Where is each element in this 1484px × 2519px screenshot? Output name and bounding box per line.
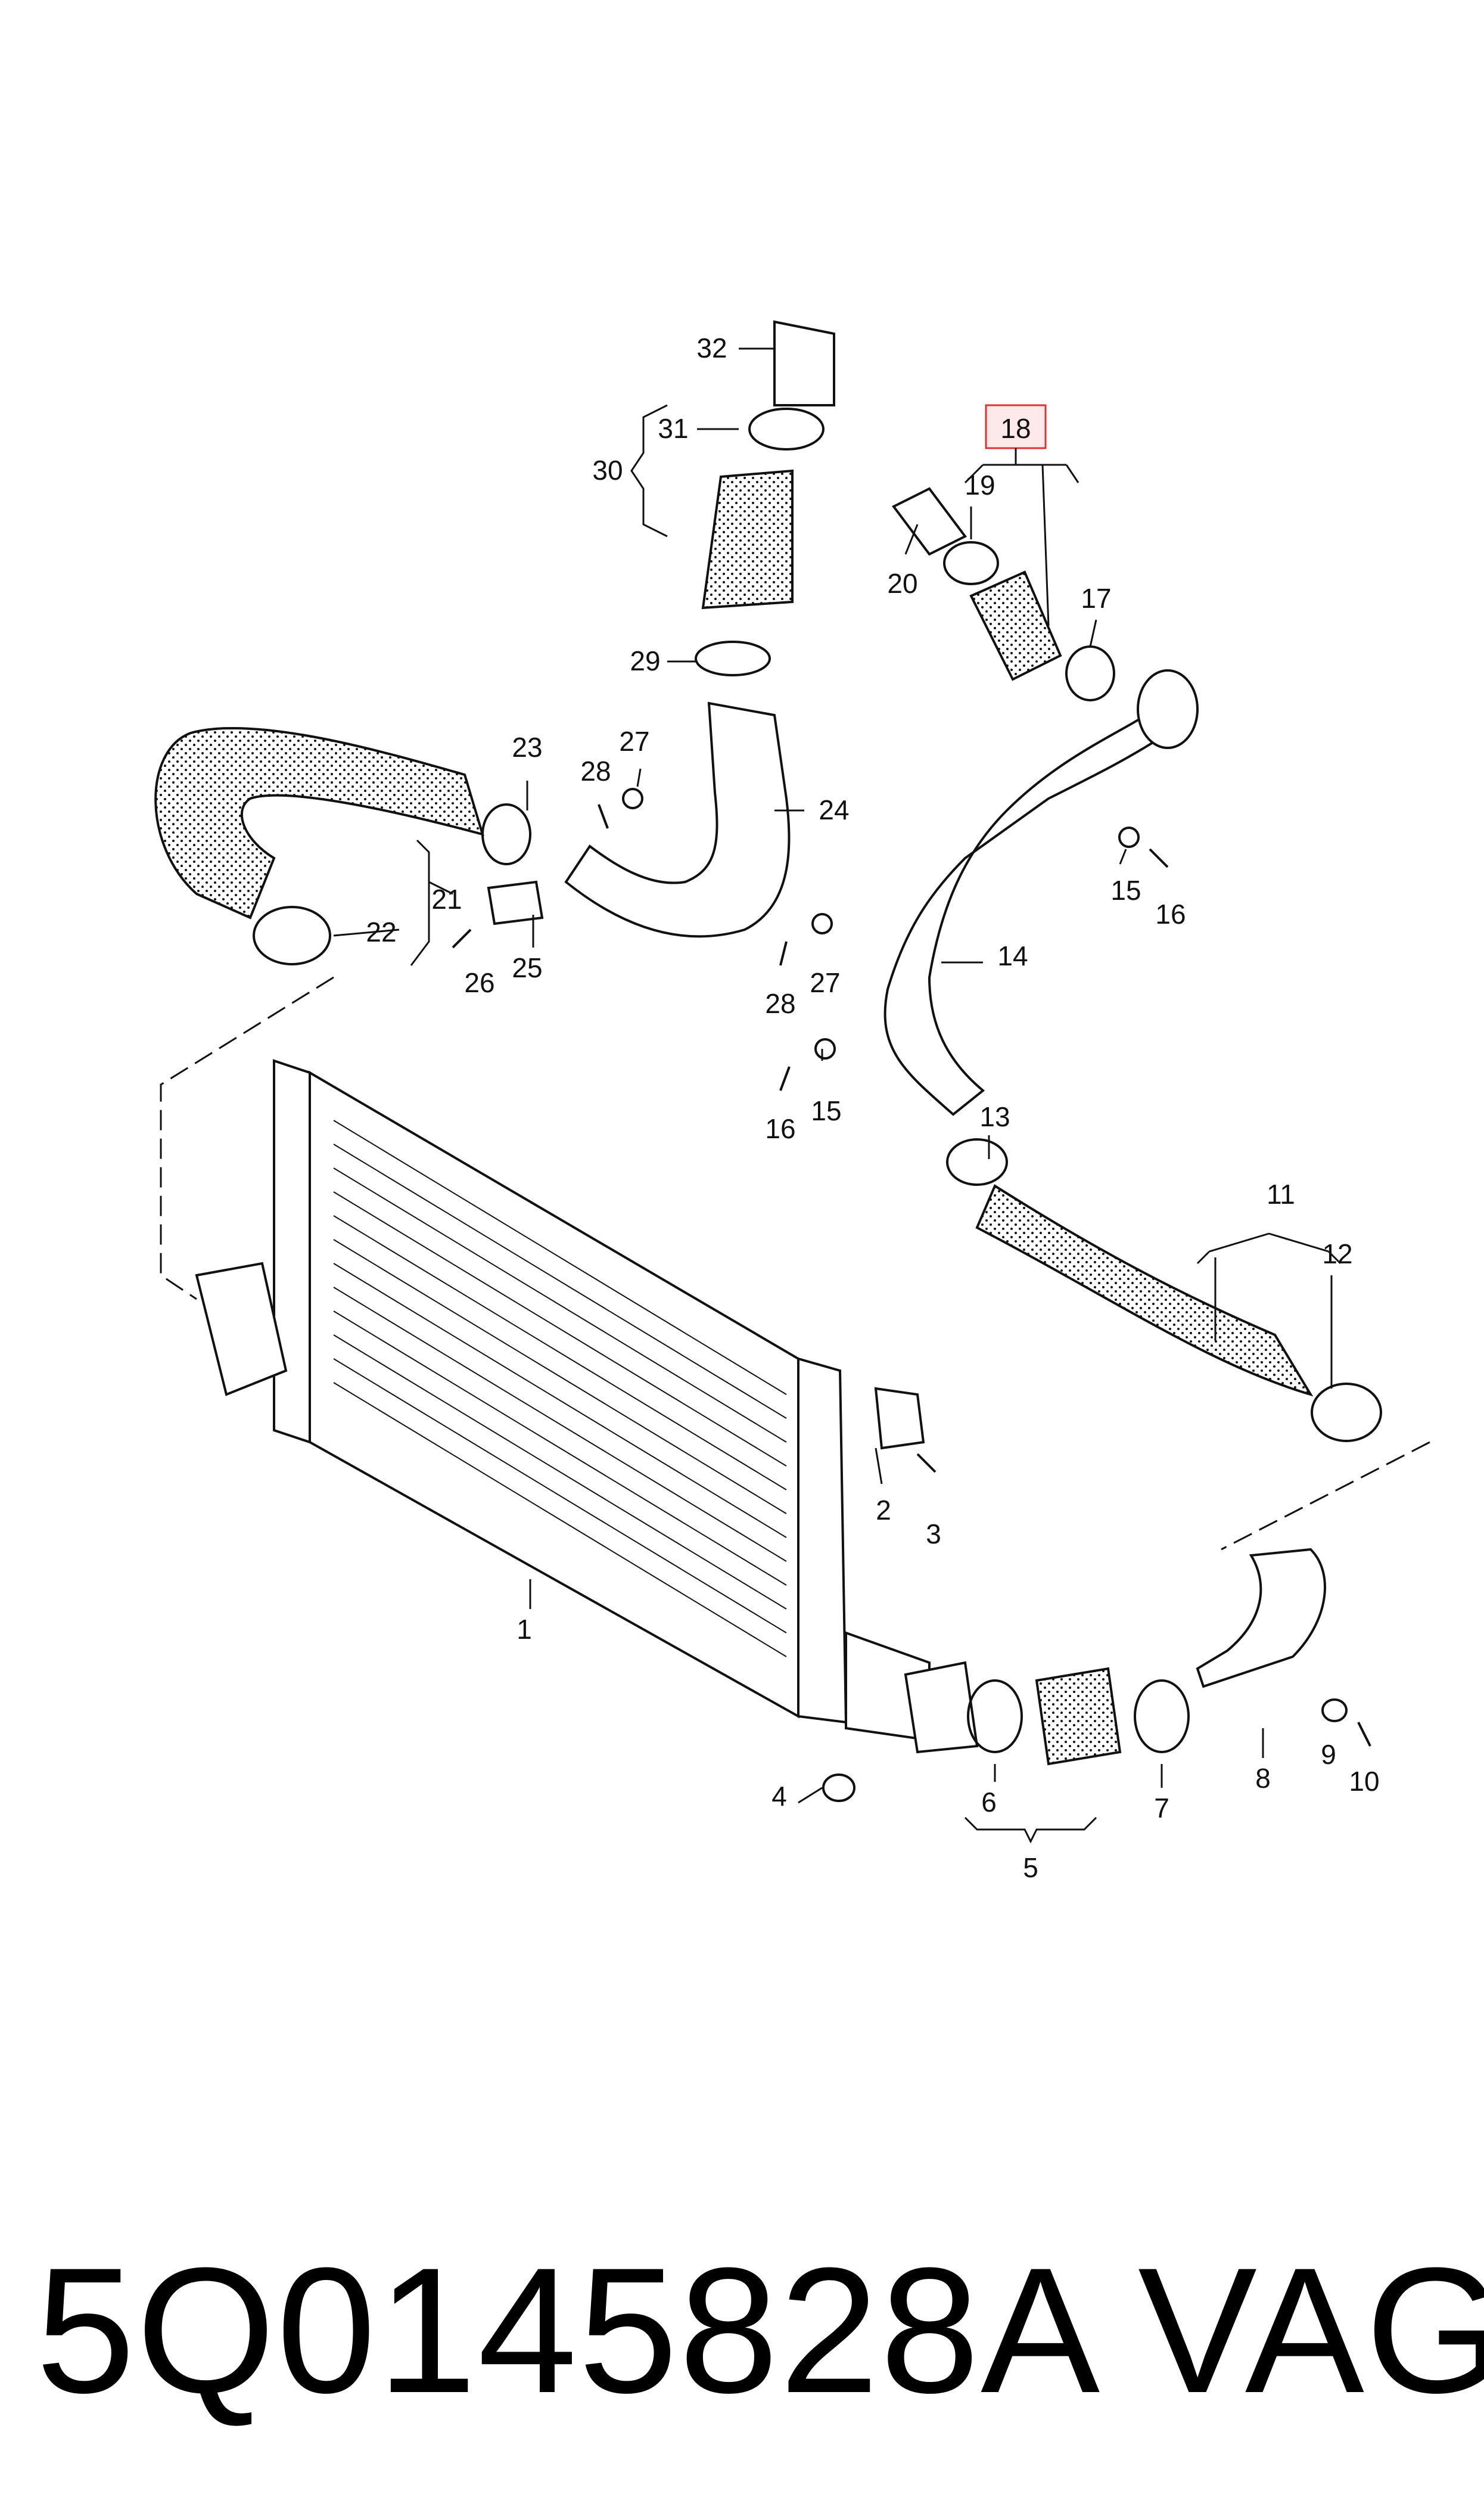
hose-clamp-7 — [1134, 1679, 1190, 1753]
callout-18: 18 — [1000, 413, 1031, 444]
part-number: 5Q0145828A — [36, 2230, 1102, 2430]
callout-2: 2 — [876, 1495, 891, 1526]
hose-18 — [969, 570, 1062, 681]
charge-pipe-24 — [564, 701, 791, 938]
hose-clamp-13 — [946, 1138, 1008, 1186]
connection-dash-right — [1221, 1441, 1430, 1551]
callout-16-right: 16 — [1155, 899, 1186, 930]
mounting-bracket — [874, 1387, 925, 1450]
callout-28-bottom: 28 — [765, 988, 795, 1019]
bottom-pipe-8 — [1196, 1548, 1326, 1688]
callout-12: 12 — [1322, 1238, 1352, 1269]
bolt-16-right — [1149, 848, 1169, 868]
part-number-footer: 5Q0145828A VAG — [36, 2241, 1484, 2419]
callout-32: 32 — [696, 333, 727, 364]
washer-27-bottom — [811, 913, 833, 934]
callout-13: 13 — [979, 1101, 1010, 1132]
sensor-25 — [487, 880, 544, 925]
callout-23: 23 — [512, 732, 542, 763]
hose-clamp-29 — [695, 641, 771, 676]
callout-26: 26 — [464, 967, 494, 998]
bracket-bolt — [916, 1453, 937, 1473]
callout-19: 19 — [965, 470, 995, 501]
callout-31: 31 — [658, 413, 688, 444]
washer-15-left — [814, 1038, 836, 1060]
callout-5: 5 — [1023, 1852, 1038, 1883]
callout-30: 30 — [592, 455, 623, 486]
charge-pipe-14 — [883, 684, 1189, 1116]
hose-30 — [701, 469, 794, 610]
callout-11: 11 — [1267, 1179, 1295, 1210]
callout-8: 8 — [1255, 1763, 1271, 1794]
callout-labels: 1 2 3 4 5 6 7 8 9 10 11 12 13 14 15 15 1… — [366, 333, 1379, 1883]
callout-27-top: 27 — [619, 726, 649, 757]
leader-lines — [333, 347, 1342, 1844]
hose-clamp-31 — [748, 408, 825, 451]
callout-20: 20 — [887, 568, 917, 599]
callout-10: 10 — [1349, 1766, 1379, 1797]
callout-21: 21 — [431, 884, 462, 915]
drain-plug — [822, 1773, 855, 1802]
hose-21 — [154, 726, 484, 920]
callout-6: 6 — [981, 1787, 997, 1818]
connector-32 — [773, 320, 835, 406]
hose-11 — [975, 1184, 1314, 1397]
brand-label: VAG — [1138, 2230, 1484, 2430]
callout-4: 4 — [771, 1781, 787, 1812]
intercooler-fins — [333, 1120, 787, 1657]
washer-15-right — [1118, 827, 1140, 848]
intercooler — [195, 1059, 931, 1742]
callout-16-left: 16 — [765, 1113, 795, 1144]
bottom-pipe-bolt — [1357, 1722, 1371, 1747]
callout-29: 29 — [630, 645, 660, 676]
bottom-hose — [1035, 1667, 1122, 1766]
hose-clamp-22 — [253, 906, 331, 965]
callout-28-top: 28 — [580, 756, 611, 787]
hose-clamp-6 — [967, 1679, 1023, 1753]
hose-clamp-17 — [1065, 645, 1115, 701]
callout-25: 25 — [512, 952, 542, 983]
callout-27-bottom: 27 — [810, 967, 840, 998]
bolt-26 — [452, 928, 472, 949]
callout-17: 17 — [1081, 583, 1111, 614]
washer-27-top — [622, 788, 643, 809]
connection-dash-left — [160, 976, 334, 1300]
callout-15-right: 15 — [1110, 875, 1141, 906]
callout-24: 24 — [819, 794, 849, 825]
hose-clamp-23 — [481, 803, 531, 865]
bolt-16-left — [779, 1066, 791, 1091]
callout-14: 14 — [997, 940, 1028, 971]
callout-15-left: 15 — [811, 1095, 841, 1126]
callout-9: 9 — [1321, 1739, 1336, 1770]
charge-pipe-outlet — [1137, 669, 1199, 749]
bolt-28-bottom — [779, 941, 788, 966]
callout-1: 1 — [517, 1614, 532, 1645]
bolt-28-top — [598, 804, 609, 829]
hose-clamp-19 — [943, 541, 999, 585]
connector-20 — [891, 487, 967, 556]
bottom-pipe-clip — [1321, 1698, 1348, 1722]
hose-clamp-12 — [1311, 1383, 1382, 1442]
bottom-pipe-connector — [904, 1661, 979, 1754]
callout-7: 7 — [1154, 1793, 1169, 1824]
callout-22: 22 — [366, 917, 396, 948]
callout-3: 3 — [926, 1518, 941, 1549]
